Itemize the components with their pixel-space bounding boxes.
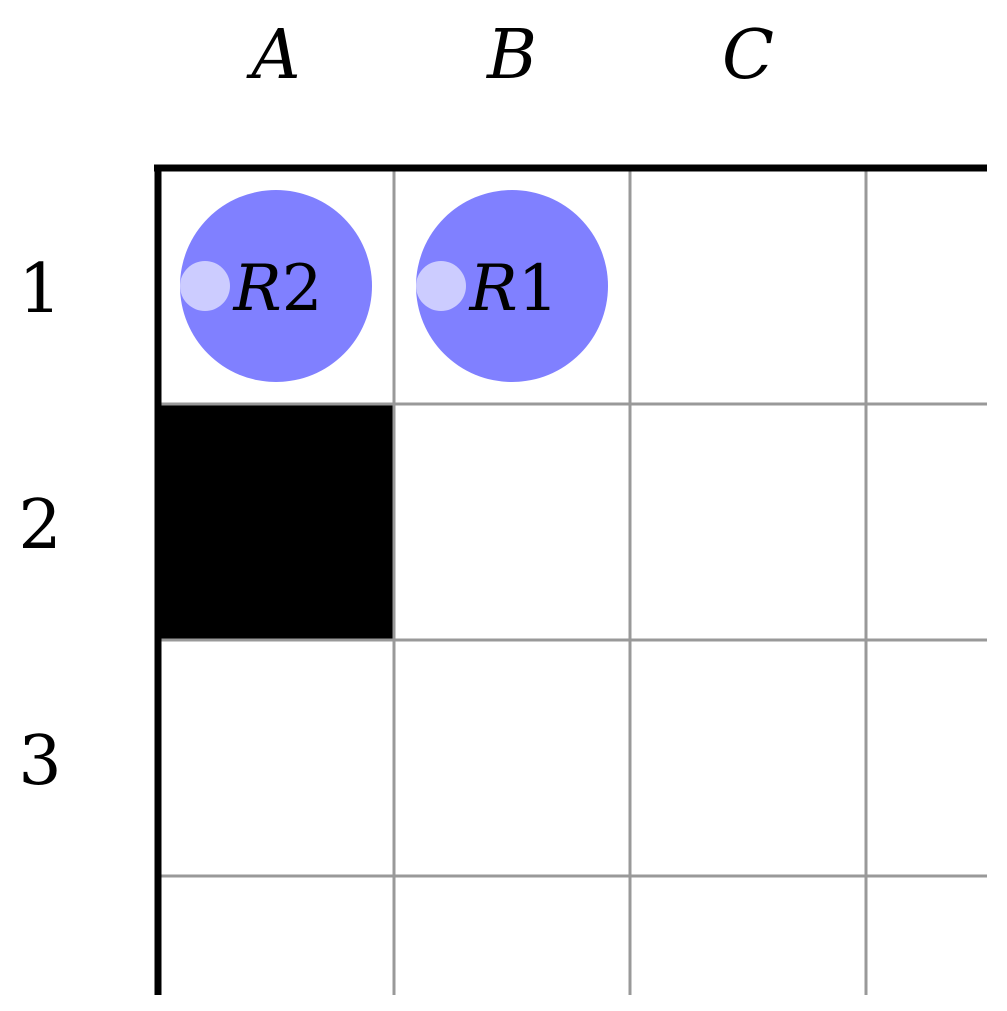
grid-lines [158, 168, 987, 995]
row-label-2: 2 [18, 486, 61, 565]
robot-body [180, 190, 372, 382]
row-label-1: 1 [18, 250, 61, 329]
column-label-c: C [722, 16, 774, 95]
blocked-cell [158, 404, 394, 640]
row-label-3: 3 [18, 722, 61, 801]
robot-label: R2 [233, 252, 323, 326]
robot-direction-dot [416, 261, 466, 311]
robot-direction-dot [180, 261, 230, 311]
robot-r1: R1 [416, 190, 608, 382]
column-label-a: A [245, 16, 300, 95]
column-label-b: B [485, 16, 537, 95]
robot-r2: R2 [180, 190, 372, 382]
robot-label: R1 [469, 252, 559, 326]
robot-body [416, 190, 608, 382]
